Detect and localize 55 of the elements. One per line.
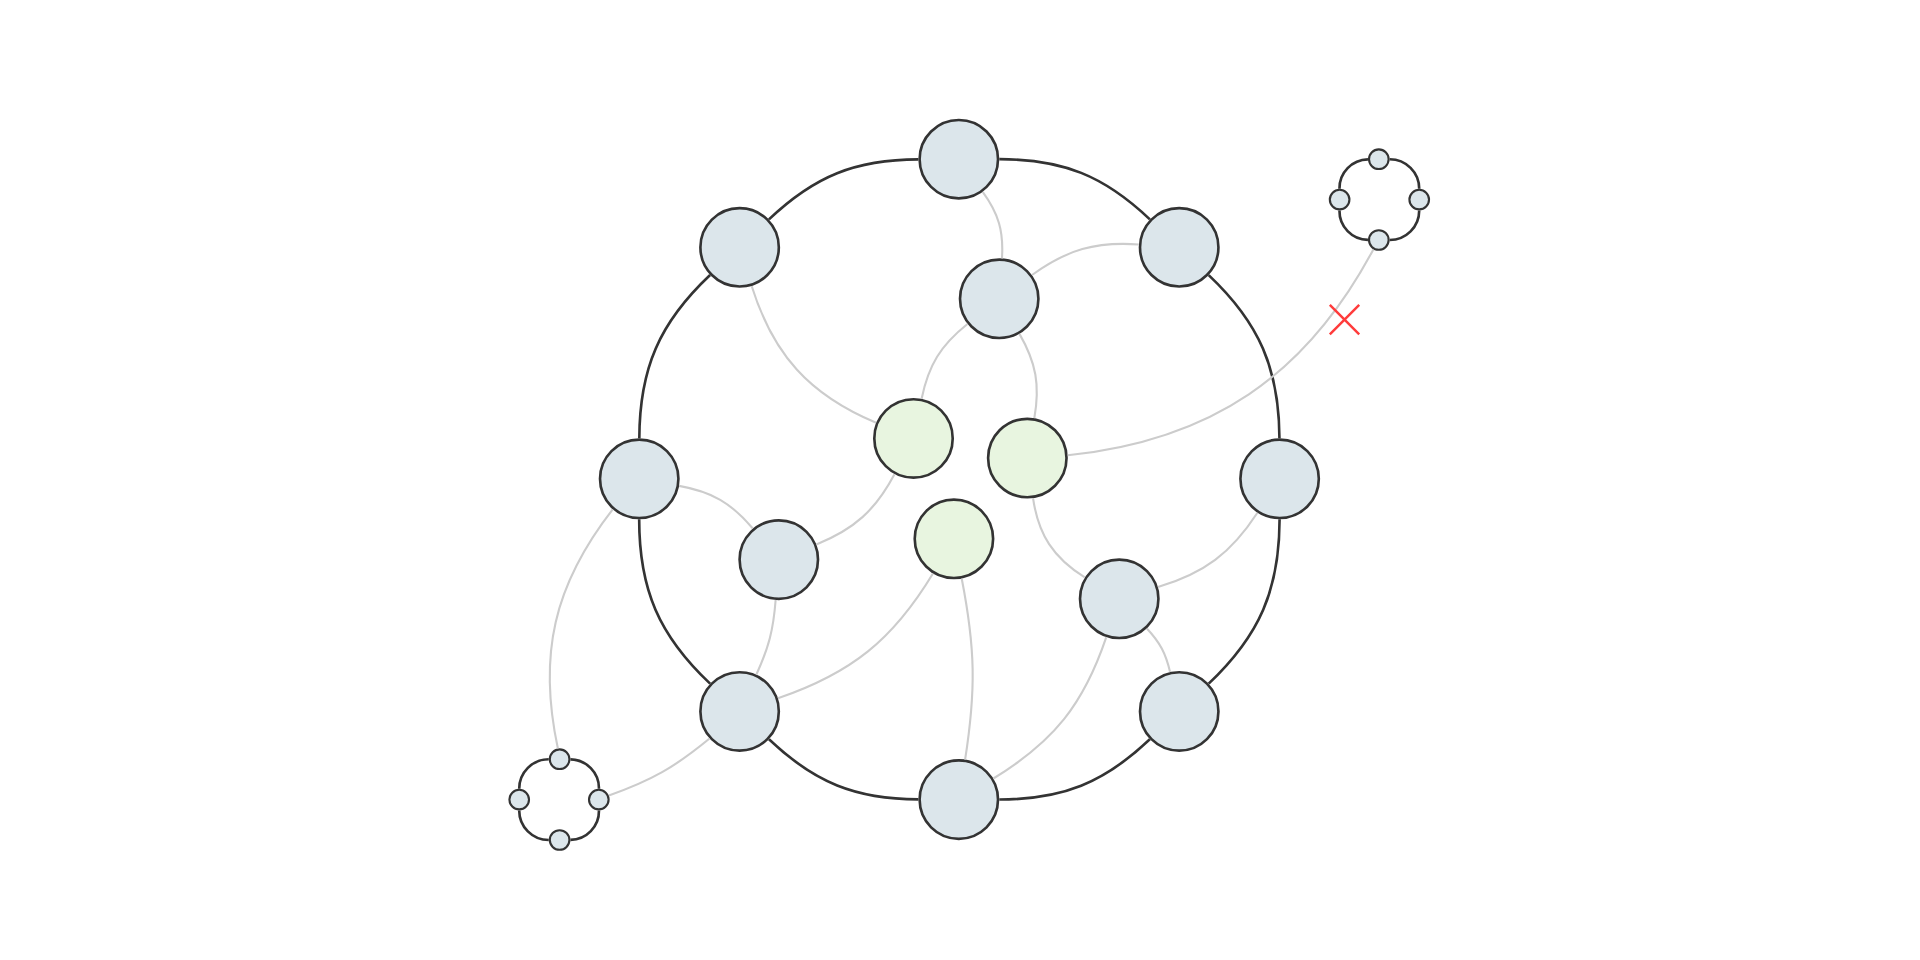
circle-node [587,788,610,811]
connector [981,191,1004,259]
connector [570,810,601,842]
connector [1207,274,1281,439]
connector [1207,519,1281,685]
connector [750,285,877,424]
circle-node [699,670,781,752]
circle-node [1367,148,1390,171]
connector [920,323,969,399]
connector [1389,157,1421,189]
circle-node [699,206,781,288]
connector [815,473,896,546]
connector [1338,210,1369,242]
connector [1032,497,1086,579]
circle-node [1328,188,1351,211]
circle-node [913,498,995,580]
connector [1338,158,1369,189]
circle-node [918,759,1000,841]
circle-node [548,748,571,771]
connector [1389,210,1421,242]
circle-node [1138,206,1220,288]
connector [992,636,1108,780]
connector [999,157,1151,221]
connector [960,578,974,760]
circle-node [1367,229,1390,251]
connector [517,810,549,842]
circle-node [918,118,1000,200]
connector [755,599,777,675]
connector [548,508,614,749]
circle-node [986,417,1068,499]
circle-node [508,788,531,811]
connector [768,738,919,801]
circle-node [1138,670,1220,752]
connector [1157,512,1259,589]
circle-node [1408,188,1431,211]
circle-node [1078,558,1160,640]
connector [570,758,601,789]
connector [1018,333,1038,419]
connector [768,158,919,221]
circle-node [958,258,1040,340]
connector [608,737,711,797]
circle-node [598,438,680,520]
circle-node [738,519,820,601]
connector [637,519,712,685]
connector [678,484,754,530]
connector [1031,242,1139,276]
circle-node [548,829,571,851]
connector [777,572,934,700]
connector [517,757,549,789]
connector [1067,248,1375,457]
circle-node [873,397,955,479]
connector [638,274,712,439]
connector [1146,627,1172,673]
circle-node [1239,438,1321,520]
connector [999,738,1151,801]
